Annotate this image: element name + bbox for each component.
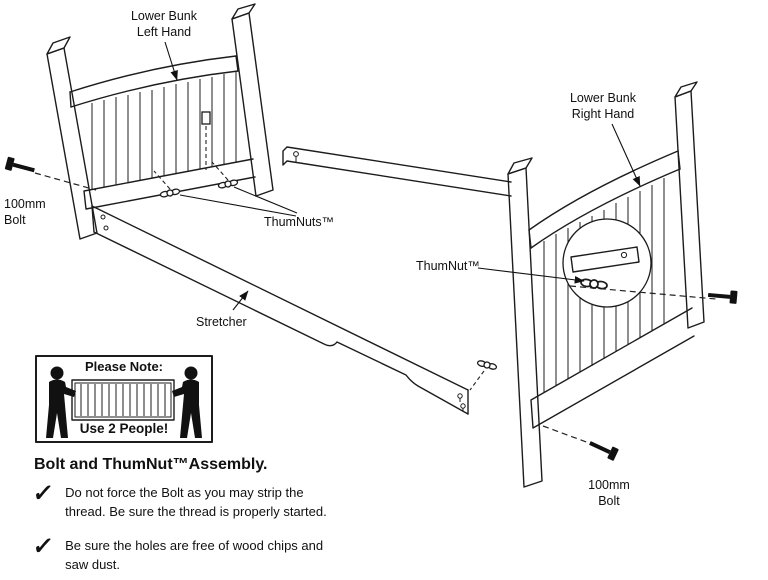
callout-lower-bunk-right: Lower Bunk Right Hand bbox=[569, 91, 636, 122]
footboard-front-post-cap bbox=[507, 157, 533, 175]
keyhole-slot bbox=[620, 251, 628, 259]
magnifier-circle bbox=[562, 218, 652, 308]
callout-bolt-bottom: 100mm Bolt bbox=[588, 478, 630, 509]
instruction-item: ✓ Be sure the holes are free of wood chi… bbox=[31, 532, 363, 575]
callout-thumnut: ThumNut™ bbox=[416, 259, 480, 273]
callout-leaders bbox=[164, 41, 641, 311]
note-box-title: Please Note: bbox=[84, 359, 164, 374]
callout-bolt-left: 100mm Bolt bbox=[4, 197, 46, 228]
headboard-top-rail bbox=[69, 55, 237, 93]
person-right-icon bbox=[172, 366, 202, 438]
headboard-right-post-cap bbox=[231, 3, 256, 20]
checkmark-icon: ✓ bbox=[31, 532, 56, 560]
magnifier-detail bbox=[562, 218, 717, 308]
two-people-note-graphic bbox=[35, 355, 213, 443]
bolt-plate bbox=[201, 111, 211, 125]
footboard-front-post bbox=[507, 167, 543, 488]
instruction-text: Do not force the Bolt as you may strip t… bbox=[65, 485, 327, 519]
checkmark-icon: ✓ bbox=[31, 480, 56, 507]
bolt-right-icon bbox=[707, 290, 738, 304]
far-side-rail bbox=[282, 146, 512, 197]
instruction-item: ✓ Do not force the Bolt as you may strip… bbox=[31, 480, 363, 522]
keyhole-slot bbox=[460, 403, 466, 409]
stretcher-rail bbox=[91, 205, 469, 415]
bolt-left-icon bbox=[4, 156, 97, 191]
headboard-panel bbox=[46, 3, 274, 240]
note-box-border bbox=[35, 355, 213, 443]
callout-lower-bunk-left: Lower Bunk Left Hand bbox=[130, 9, 197, 40]
callout-stretcher: Stretcher bbox=[196, 315, 247, 329]
headboard-right-post bbox=[231, 12, 274, 197]
thumbnut-icon bbox=[159, 187, 181, 199]
note-box-caption: Use 2 People! bbox=[79, 421, 169, 436]
footboard-rear-post-cap bbox=[674, 81, 698, 98]
keyhole-slot bbox=[457, 393, 463, 399]
footboard-rear-post bbox=[674, 90, 705, 329]
bolt-bottom-icon bbox=[542, 425, 619, 461]
person-left-icon bbox=[46, 366, 76, 438]
headboard-left-post-cap bbox=[46, 36, 71, 55]
footboard-top-rail bbox=[528, 150, 679, 231]
keyhole-slot bbox=[293, 151, 299, 157]
slatted-panel bbox=[71, 379, 175, 421]
instruction-list: ✓ Do not force the Bolt as you may strip… bbox=[31, 480, 363, 580]
section-heading: Bolt and ThumNut™Assembly. bbox=[34, 456, 268, 473]
instruction-text: Be sure the holes are free of wood chips… bbox=[65, 537, 324, 572]
thumbnut-icon bbox=[476, 358, 498, 372]
headboard-slats bbox=[91, 71, 237, 189]
callout-thumnuts: ThumNuts™ bbox=[264, 215, 335, 229]
rail-end-detail bbox=[570, 246, 640, 273]
